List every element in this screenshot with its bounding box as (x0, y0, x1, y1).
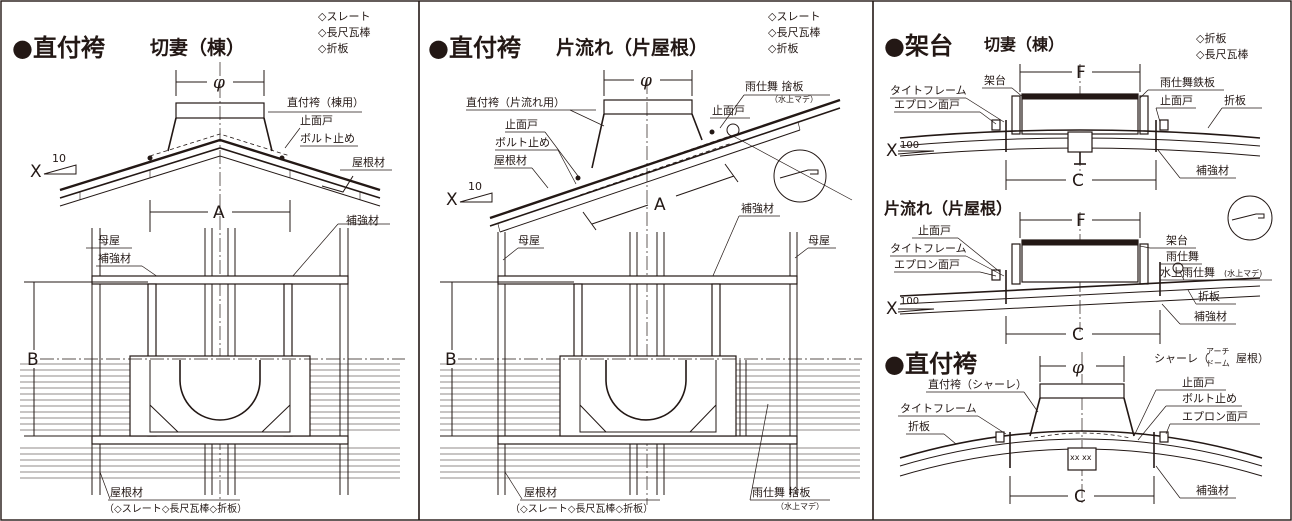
panel3-sec2-label-kadai: 架台 (1166, 233, 1188, 247)
panel1-label-roof: 屋根材 (352, 155, 385, 169)
panel3-sec3-title: ●直付袴 (884, 350, 978, 378)
panel2-label-hokyo: 補強材 (741, 201, 774, 215)
panel3-label-amajimai-tetsu: 雨仕舞鉄板 (1160, 75, 1215, 89)
panel-2: ●直付袴 片流れ（片屋根） ◇スレート ◇長尺瓦棒 ◇折板 φ X 10 直付袴… (428, 10, 862, 515)
panel3-label-hokyo: 補強材 (1196, 163, 1229, 177)
panel1-subtitle: 切妻（棟） (150, 36, 245, 59)
panel2-hakama-top (603, 99, 693, 115)
panel3-x-label: X (886, 141, 898, 161)
panel3-sec3-note-bottom: ドーム (1206, 359, 1230, 368)
panel1-slope-value: 10 (52, 152, 66, 165)
panel2-label-roof-bottom-note: （◇スレート◇長尺瓦棒◇折板） (510, 502, 653, 515)
panel2-dim-b: B (445, 350, 457, 370)
panel2-material-3: ◇折板 (768, 41, 798, 55)
panel3-sec2-dim-f: F (1076, 211, 1086, 231)
panel3-material-2: ◇長尺瓦棒 (1196, 47, 1248, 61)
panel2-label-shimen: 止面戸 (505, 118, 538, 131)
panel2-phi-label: φ (640, 71, 652, 91)
panel1-label-moya: 母屋 (98, 234, 120, 247)
panel1-label-hokyo: 補強材 (346, 213, 379, 227)
panel3-label-tieframe: タイトフレーム (890, 84, 967, 97)
panel1-label-bolt: ボルト止め (300, 132, 355, 145)
panel1-label-hakama: 直付袴（棟用） (287, 95, 364, 109)
panel3-label-kadai: 架台 (984, 73, 1006, 87)
panel3-sec3-dim-c: C (1074, 487, 1086, 507)
panel3-sec3-label-apron: エプロン面戸 (1182, 410, 1248, 423)
panel3-subtitle: 切妻（棟） (984, 35, 1064, 54)
panel3-sec2-title: 片流れ（片屋根） (884, 199, 1012, 218)
panel3-material-1: ◇折板 (1196, 31, 1226, 45)
panel1-x-label: X (30, 162, 42, 182)
svg-text:xx xx: xx xx (1070, 453, 1092, 462)
panel2-label-amajimai-top-note: （水上マデ） (770, 94, 818, 104)
panel3-dim-f: F (1076, 63, 1086, 83)
panel2-label-amajimai-top: 雨仕舞 捨板 (745, 79, 804, 93)
panel2-label-shimen2: 止面戸 (712, 104, 745, 117)
panel3-label-oriita: 折板 (1224, 93, 1246, 107)
panel2-label-bolt: ボルト止め (495, 136, 550, 149)
panel3-sec3-note-end: 屋根） (1236, 351, 1269, 365)
panel3-dim-c: C (1072, 171, 1084, 191)
panel3-title: ●架台 (884, 32, 953, 60)
panel2-label-moya-right: 母屋 (808, 234, 830, 247)
panel3-sec2-label-apron: エプロン面戸 (894, 258, 960, 271)
panel-1: ●直付袴 切妻（棟） ◇スレート ◇長尺瓦棒 ◇折板 φ X 10 直付袴（棟用… (12, 10, 405, 515)
panel3-sec3-note-top: アーチ (1206, 347, 1230, 356)
panel2-material-1: ◇スレート (768, 10, 820, 23)
panel2-label-amajimai-bottom-note: （水上マデ） (776, 501, 824, 511)
panel2-label-roof-bottom: 屋根材 (524, 485, 557, 499)
panel3-sec3-label-hakama: 直付袴（シャーレ） (928, 377, 1027, 391)
panel2-dim-a: A (654, 195, 666, 215)
panel3-sec3-label-shimen: 止面戸 (1182, 376, 1215, 389)
panel3-sec3-phi: φ (1072, 358, 1084, 378)
panel3-sec3-label-oriita: 折板 (908, 419, 930, 433)
panel1-label-hokyo2: 補強材 (98, 251, 131, 265)
panel1-material-1: ◇スレート (318, 10, 370, 23)
panel2-label-amajimai-bottom: 雨仕舞 捨板 (752, 485, 811, 499)
panel1-label-roof-bottom-note: （◇スレート◇長尺瓦棒◇折板） (104, 502, 247, 515)
panel1-label-roof-bottom: 屋根材 (110, 485, 143, 499)
panel3-sec2-label-oriita: 折板 (1198, 289, 1220, 303)
panel3-sec2-dim-c: C (1072, 325, 1084, 345)
panel3-sec2-label-amajimai: 雨仕舞 (1166, 250, 1199, 263)
panel3-sec3-note: シャーレ（ (1154, 352, 1209, 365)
panel1-material-2: ◇長尺瓦棒 (318, 25, 370, 39)
panel2-x-label: X (446, 190, 458, 210)
panel2-title: ●直付袴 (428, 34, 522, 62)
panel3-sec3-label-bolt: ボルト止め (1182, 392, 1237, 405)
panel1-phi-label: φ (213, 73, 225, 93)
panel3-sec2-label-mizukami: 水上雨仕舞 (1160, 266, 1215, 279)
panel3-sec3-label-tieframe: タイトフレーム (900, 402, 977, 415)
panel3-sec2-label-hokyo: 補強材 (1194, 309, 1227, 323)
panel2-material-2: ◇長尺瓦棒 (768, 25, 820, 39)
panel3-sec2-label-mizukami-note: (水上マデ) (1224, 268, 1262, 278)
panel3-sec3-label-hokyo: 補強材 (1196, 483, 1229, 497)
panel2-slope-value: 10 (468, 180, 482, 193)
panel3-slope-value: 100 (900, 140, 919, 151)
panel3-sec2-x-label: X (886, 299, 898, 319)
panel3-sec2-label-shimen: 止面戸 (918, 224, 951, 237)
panel3-sec2-slope-value: 100 (900, 296, 919, 307)
panel1-label-shimen: 止面戸 (300, 114, 333, 127)
panel3-label-apron: エプロン面戸 (894, 98, 960, 111)
panel2-subtitle: 片流れ（片屋根） (556, 36, 708, 59)
panel1-material-3: ◇折板 (318, 41, 348, 55)
panel1-title: ●直付袴 (12, 34, 106, 62)
panel2-label-hakama: 直付袴（片流れ用） (466, 95, 565, 109)
panel3-label-shimen: 止面戸 (1160, 94, 1193, 107)
panel1-dim-b: B (27, 350, 39, 370)
panel-3: ●架台 切妻（棟） ◇折板 ◇長尺瓦棒 F X 100 C タイトフレーム (884, 31, 1273, 507)
panel2-label-roof: 屋根材 (494, 153, 527, 167)
panel3-sec2-label-tieframe: タイトフレーム (890, 242, 967, 255)
panel2-label-moya-left: 母屋 (518, 234, 540, 247)
panel1-dim-a: A (213, 203, 225, 223)
